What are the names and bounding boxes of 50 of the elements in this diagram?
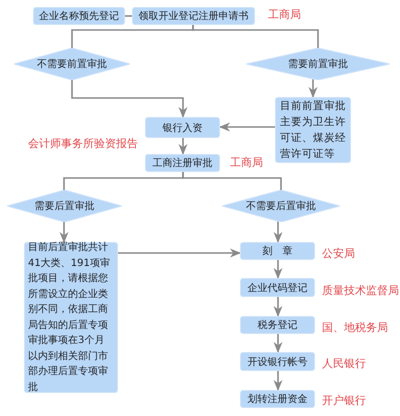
process-box bbox=[240, 278, 315, 297]
arrow bbox=[60, 222, 68, 244]
decision-diamond bbox=[14, 48, 130, 80]
arrow bbox=[274, 297, 282, 318]
arrow bbox=[71, 80, 188, 118]
arrow bbox=[218, 122, 275, 132]
connector-line bbox=[182, 172, 282, 190]
agency-label: 开户银行 bbox=[322, 393, 366, 408]
process-box bbox=[132, 7, 255, 25]
node-text: 需要后置审批 bbox=[34, 200, 94, 213]
agency-label: 国、地税务局 bbox=[322, 320, 388, 335]
process-box bbox=[145, 117, 220, 138]
node-text: 企业名称预先登记 bbox=[39, 10, 119, 23]
agency-label: 质量技术监督局 bbox=[322, 283, 399, 298]
process-box bbox=[240, 316, 315, 334]
arrow bbox=[178, 138, 188, 156]
agency-label: 人民银行 bbox=[322, 356, 366, 371]
node-text: 开设银行帐号 bbox=[248, 356, 308, 368]
node-text: 目前前置审批主要为卫生许可证、煤炭经营许可证等 bbox=[279, 99, 347, 162]
connector-line bbox=[125, 15, 132, 17]
node-text: 领取开业登记注册申请书 bbox=[138, 10, 248, 23]
agency-label: 会计师事务所验资报告 bbox=[28, 136, 138, 151]
node-text: 工商注册审批 bbox=[152, 156, 212, 170]
agency-label: 公安局 bbox=[322, 246, 355, 261]
process-box bbox=[145, 154, 220, 172]
arrow bbox=[274, 371, 282, 392]
node-text: 不需要后置审批 bbox=[246, 200, 316, 213]
decision-diamond bbox=[246, 48, 390, 80]
decision-diamond bbox=[222, 190, 340, 222]
arrow bbox=[274, 221, 282, 244]
node-text: 目前后置审批共计41大类、191项审批项目，请根据您所需设立的企业类别不同，依据工商局告知的后置专项审批事项在3个月以内到相关部门市部办理后置专项审批 bbox=[27, 240, 111, 394]
process-box bbox=[240, 242, 315, 260]
node-text: 需要前置审批 bbox=[288, 58, 348, 71]
arrow bbox=[118, 248, 242, 258]
process-box bbox=[33, 7, 125, 25]
node-text: 划转注册资金 bbox=[248, 392, 308, 406]
process-box bbox=[240, 390, 315, 408]
agency-label: 工商局 bbox=[230, 155, 263, 170]
agency-label: 工商局 bbox=[268, 7, 301, 22]
node-text: 税务登记 bbox=[258, 318, 298, 332]
connector-line bbox=[192, 25, 319, 48]
arrow bbox=[274, 260, 282, 280]
decision-diamond bbox=[7, 190, 122, 222]
node-text: 不需要前置审批 bbox=[37, 58, 107, 71]
node-text: 刻 章 bbox=[262, 244, 292, 258]
process-box bbox=[240, 352, 315, 371]
arrow bbox=[308, 78, 318, 98]
node-text: 企业代码登记 bbox=[248, 282, 308, 294]
arrow bbox=[274, 334, 282, 354]
node-text: 银行入资 bbox=[162, 122, 202, 134]
